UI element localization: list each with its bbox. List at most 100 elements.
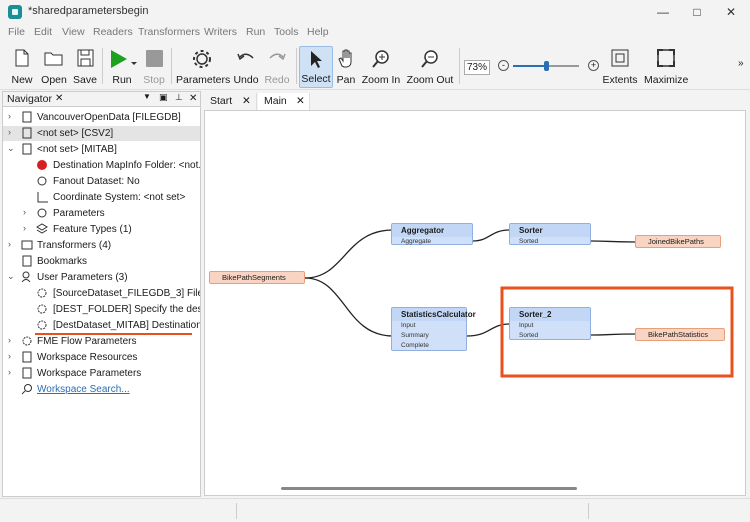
expand-icon[interactable]: › [8, 367, 11, 377]
zoom-out-small-icon[interactable]: - [498, 60, 509, 71]
horizontal-scrollbar[interactable] [281, 487, 577, 490]
gear-icon [37, 208, 47, 218]
close-tab-icon[interactable]: ✕ [242, 95, 251, 107]
nav-workspace-resources[interactable]: › Workspace Resources [8, 351, 138, 363]
transformer-statisticscalculator[interactable]: StatisticsCalculator Input Summary Compl… [391, 307, 476, 351]
status-divider [236, 503, 237, 519]
nav-workspace-search[interactable]: Workspace Search... [3, 382, 200, 397]
toolbar-overflow-icon[interactable]: » [738, 58, 744, 69]
run-button[interactable]: Run [104, 46, 140, 88]
new-button[interactable]: New [6, 46, 38, 88]
undo-button[interactable]: Undo [231, 46, 261, 88]
menu-readers[interactable]: Readers [93, 26, 133, 38]
menu-tools[interactable]: Tools [274, 26, 299, 38]
collapse-icon[interactable]: ⌄ [7, 143, 15, 153]
error-gear-icon [37, 160, 47, 170]
minimize-button[interactable]: — [657, 5, 669, 19]
pin-icon[interactable]: ⊥ [175, 92, 183, 102]
transformer-sorter-2[interactable]: Sorter_2 Input Sorted [509, 307, 591, 340]
tab-main[interactable]: Main ✕ [258, 93, 310, 110]
zoom-slider-thumb[interactable] [544, 61, 549, 71]
connection-lines [304, 229, 734, 378]
menu-view[interactable]: View [62, 26, 85, 38]
nav-destination-folder[interactable]: Destination MapInfo Folder: <not... [3, 158, 200, 173]
nav-coordinate-system[interactable]: Coordinate System: <not set> [3, 190, 200, 205]
save-button[interactable]: Save [70, 46, 100, 88]
gear-icon [37, 320, 47, 330]
search-icon [21, 384, 32, 395]
expand-icon[interactable]: › [8, 111, 11, 121]
transformer-aggregator[interactable]: Aggregator Aggregate [391, 223, 473, 245]
redo-button[interactable]: Redo [262, 46, 292, 88]
expand-icon[interactable]: › [8, 127, 11, 137]
nav-param-dest-dataset[interactable]: [DestDataset_MITAB] Destination ... [3, 318, 200, 333]
nav-transformers[interactable]: › Transformers (4) [8, 239, 112, 251]
nav-param-source-dataset[interactable]: [SourceDataset_FILEGDB_3] File G... [3, 286, 200, 301]
expand-icon[interactable]: › [8, 335, 11, 345]
zoom-in-icon [372, 50, 389, 68]
zoom-slider-fill [513, 65, 546, 67]
nav-fanout-dataset[interactable]: Fanout Dataset: No [3, 174, 200, 189]
menu-edit[interactable]: Edit [34, 26, 53, 38]
nav-reader-vancouver[interactable]: › VancouverOpenData [FILEGDB] [8, 111, 181, 123]
nav-writer-mitab[interactable]: ⌄ <not set> [MITAB] [7, 143, 117, 155]
gear-icon [193, 50, 211, 68]
stop-button[interactable]: Stop [140, 46, 168, 88]
parameters-button[interactable]: Parameters [176, 46, 230, 88]
float-icon[interactable]: ▣ [159, 92, 168, 102]
zoom-in-small-icon[interactable]: + [588, 60, 599, 71]
layers-icon [36, 223, 48, 234]
nav-param-dest-folder[interactable]: [DEST_FOLDER] Specify the desti... [3, 302, 200, 317]
dropdown-icon[interactable]: ▼ [143, 92, 151, 101]
expand-icon[interactable]: › [23, 223, 26, 233]
title-bar: *sharedparametersbegin — □ ✕ [0, 0, 750, 24]
maximize-canvas-button[interactable]: Maximize [644, 46, 688, 88]
reader-feature-bikepathsegments[interactable]: BikePathSegments [209, 271, 305, 284]
expand-icon[interactable]: › [8, 239, 11, 249]
collapse-icon[interactable]: ⌄ [7, 271, 15, 281]
expand-icon[interactable]: › [23, 207, 26, 217]
user-icon [21, 271, 31, 283]
select-tool-button[interactable]: Select [299, 46, 333, 88]
menu-transformers[interactable]: Transformers [138, 26, 201, 38]
pan-tool-button[interactable]: Pan [334, 46, 358, 88]
nav-parameters[interactable]: › Parameters [23, 207, 105, 219]
menu-help[interactable]: Help [307, 26, 329, 38]
gear-icon [37, 304, 47, 314]
nav-bookmarks[interactable]: Bookmarks [3, 254, 200, 269]
menu-writers[interactable]: Writers [204, 26, 238, 38]
resources-icon [22, 351, 32, 363]
workspace-canvas[interactable]: BikePathSegments Aggregator Aggregate So… [204, 110, 746, 496]
zoom-out-button[interactable]: Zoom Out [405, 46, 455, 88]
zoom-slider[interactable] [513, 61, 579, 71]
navigator-panel: Navigator ✕ ▼ ▣ ⊥ ✕ › VancouverOpenData … [2, 91, 201, 497]
extents-button[interactable]: Extents [602, 46, 638, 88]
nav-workspace-parameters[interactable]: › Workspace Parameters [8, 367, 142, 379]
maximize-window-button[interactable]: □ [693, 5, 701, 19]
app-icon [8, 5, 22, 19]
close-tab-icon[interactable]: ✕ [296, 95, 305, 107]
workspace-icon [22, 367, 32, 379]
navigator-header: Navigator ✕ ▼ ▣ ⊥ ✕ [3, 92, 200, 107]
annotation-underline [35, 333, 192, 335]
toolbar-separator [171, 48, 172, 84]
expand-icon[interactable]: › [8, 351, 11, 361]
nav-writer-csv[interactable]: › <not set> [CSV2] [3, 126, 200, 141]
close-panel-icon[interactable]: ✕ [189, 93, 198, 104]
writer-feature-bikepathstatistics[interactable]: BikePathStatistics [635, 328, 725, 341]
zoom-in-button[interactable]: Zoom In [360, 46, 402, 88]
menu-bar: File Edit View Readers Transformers Writ… [0, 24, 750, 41]
nav-fme-flow-parameters[interactable]: › FME Flow Parameters [8, 335, 137, 347]
writer-feature-joinedbikepaths[interactable]: JoinedBikePaths [635, 235, 721, 248]
close-icon[interactable]: ✕ [55, 93, 64, 104]
menu-file[interactable]: File [8, 26, 25, 38]
open-button[interactable]: Open [38, 46, 70, 88]
menu-run[interactable]: Run [246, 26, 266, 38]
tab-start[interactable]: Start ✕ [204, 93, 257, 110]
writer-icon [22, 127, 32, 139]
close-window-button[interactable]: ✕ [725, 5, 737, 19]
nav-feature-types[interactable]: › Feature Types (1) [23, 223, 132, 235]
transformer-sorter[interactable]: Sorter Sorted [509, 223, 591, 245]
zoom-level-field[interactable]: 73% [464, 60, 490, 75]
nav-user-parameters[interactable]: ⌄ User Parameters (3) [7, 271, 128, 283]
